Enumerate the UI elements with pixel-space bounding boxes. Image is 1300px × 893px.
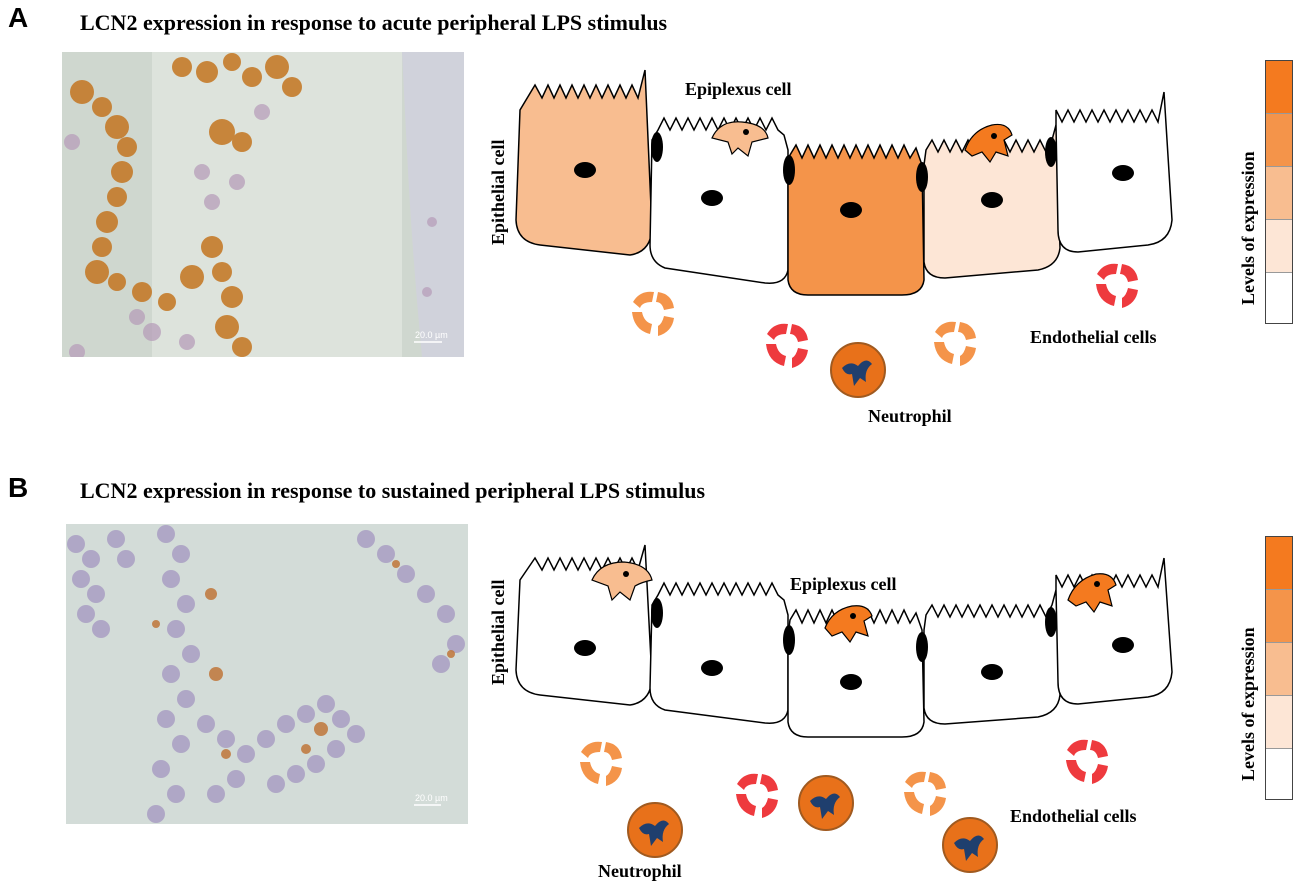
epiplexus-nucleus [623, 571, 629, 577]
nucleus [701, 660, 723, 676]
endothelial-cell [736, 773, 778, 818]
tight-junction [916, 162, 928, 192]
tight-junction [783, 625, 795, 655]
nucleus [981, 664, 1003, 680]
panel-b-scale-label: 20.0 µm [415, 793, 448, 803]
epiplexus-nucleus [743, 129, 749, 135]
legend-level-3 [1266, 167, 1292, 220]
svg-text:Levels of expression: Levels of expression [1238, 627, 1258, 781]
endothelial-cell [1096, 263, 1138, 308]
panel-a-neutrophil-label: Neutrophil [868, 406, 952, 426]
legend-level-4 [1266, 696, 1292, 749]
endothelial-cell [934, 321, 976, 366]
panel-a-micrograph: 20.0 µm [62, 52, 464, 357]
epiplexus-nucleus [991, 133, 997, 139]
panel-b-schematic: Epithelial cell Epiplexus cell Endotheli… [488, 544, 1173, 881]
nucleus [574, 640, 596, 656]
panel-a-epithelial-label: Epithelial cell [488, 140, 508, 246]
legend-level-1 [1266, 537, 1292, 590]
nucleus [701, 190, 723, 206]
nucleus [981, 192, 1003, 208]
epiplexus-cell [591, 561, 653, 602]
panel-a-title: LCN2 expression in response to acute per… [80, 10, 668, 35]
tight-junction [1045, 137, 1057, 167]
nucleus [574, 162, 596, 178]
panel-b-endothelial-label: Endothelial cells [1010, 806, 1137, 826]
nucleus [840, 202, 862, 218]
epithelial-cell [787, 143, 925, 296]
tight-junction [651, 598, 663, 628]
panel-b-letter: B [8, 472, 29, 503]
tight-junction [916, 632, 928, 662]
legend-level-2 [1266, 590, 1292, 643]
endothelial-cell [1066, 739, 1108, 784]
panel-b-neutrophil-label: Neutrophil [598, 861, 682, 881]
panel-b-legend [1265, 536, 1293, 800]
legend-level-5 [1266, 749, 1292, 799]
svg-text:Levels of expression: Levels of expression [1238, 151, 1258, 305]
epiplexus-cell [711, 121, 769, 158]
legend-level-5 [1266, 273, 1292, 323]
tight-junction [651, 132, 663, 162]
panel-a-legend [1265, 60, 1293, 324]
epiplexus-cell [824, 605, 873, 644]
nucleus [1112, 165, 1134, 181]
tight-junction [1045, 607, 1057, 637]
epiplexus-cell [1067, 573, 1117, 614]
legend-level-3 [1266, 643, 1292, 696]
legend-level-1 [1266, 61, 1292, 114]
nucleus [1112, 637, 1134, 653]
neutrophil [830, 342, 886, 398]
panel-b-title: LCN2 expression in response to sustained… [80, 478, 706, 503]
endothelial-cell [904, 771, 946, 816]
epiplexus-cell [964, 123, 1013, 164]
neutrophil [798, 775, 854, 831]
panel-a-letter: A [8, 2, 29, 33]
panel-a-legend-label: Levels of expression [1238, 151, 1258, 305]
legend-level-4 [1266, 220, 1292, 273]
epiplexus-nucleus [850, 613, 856, 619]
endothelial-cell [632, 291, 674, 336]
panel-b-legend-label: Levels of expression [1238, 627, 1258, 781]
endothelial-cell [580, 741, 622, 786]
tight-junction [783, 155, 795, 185]
panel-b-epithelial-label: Epithelial cell [488, 580, 508, 686]
epiplexus-nucleus [1094, 581, 1100, 587]
panel-b-micrograph: 20.0 µm [66, 524, 468, 824]
neutrophil [627, 802, 683, 858]
endothelial-cell [766, 323, 808, 368]
panel-b-epiplexus-label: Epiplexus cell [790, 574, 897, 594]
panel-a-endothelial-label: Endothelial cells [1030, 327, 1157, 347]
nucleus [840, 674, 862, 690]
epithelial-cell [649, 581, 789, 724]
legend-level-2 [1266, 114, 1292, 167]
neutrophil [942, 817, 998, 873]
panel-a-scale-label: 20.0 µm [415, 330, 448, 340]
panel-a-epiplexus-label: Epiplexus cell [685, 79, 792, 99]
panel-a-schematic: Epithelial cell Epiplexus cell Endotheli… [488, 69, 1173, 426]
epithelial-cell [923, 589, 1061, 725]
